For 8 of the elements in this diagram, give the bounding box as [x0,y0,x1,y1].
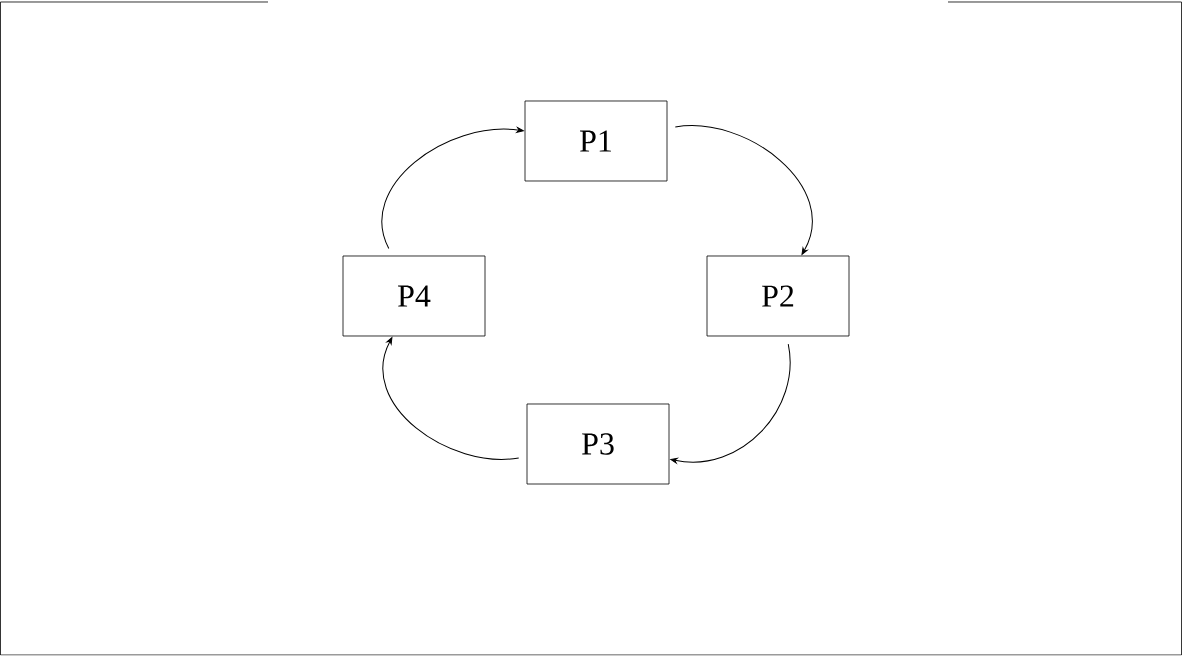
process-box: P3 [526,403,670,485]
process-box: P4 [342,255,486,337]
arrow [381,127,524,250]
arrow [674,125,813,255]
process-box: P1 [524,100,668,182]
arrow [670,343,791,464]
arrow [382,337,520,460]
process-box: P2 [706,255,850,337]
